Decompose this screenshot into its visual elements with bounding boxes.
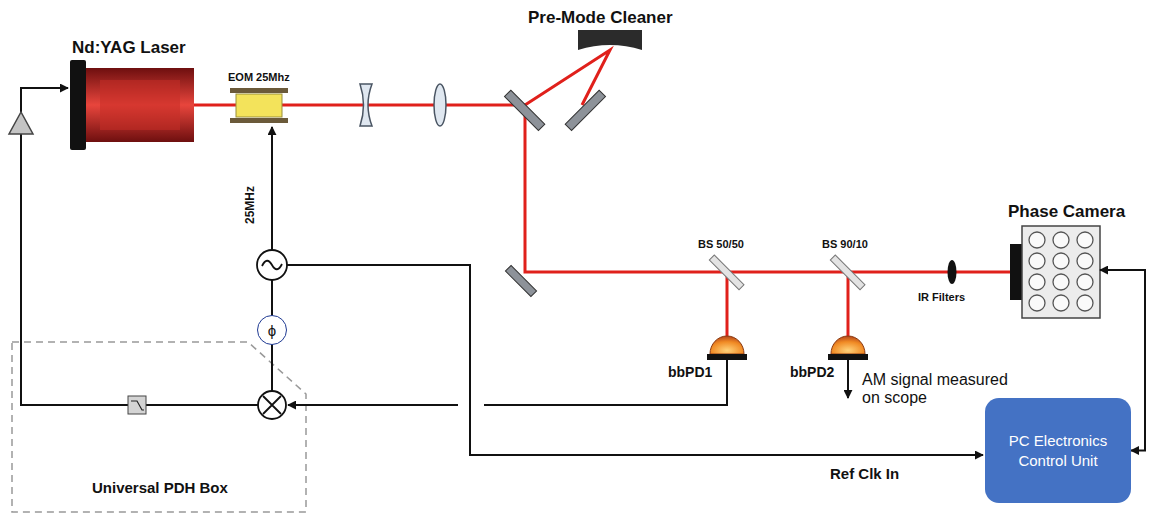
flat-mirror [565,90,605,130]
wiring [21,88,68,112]
eom-symbol [236,94,282,117]
oscillator-symbol [257,250,287,280]
laser-symbol [70,60,194,150]
camera-lens-cell [1053,232,1069,248]
wiring [146,404,258,406]
ir-filter [948,260,957,284]
camera-lens-cell [1029,295,1045,311]
convex-lens [434,84,446,126]
photodiode [831,336,865,354]
beam-splitter [830,255,865,290]
component-label: bbPD2 [790,364,834,380]
photodiode [707,336,747,360]
wiring [21,88,983,455]
component-label: EOM 25Mhz [228,71,290,84]
camera-lens-cell [1029,232,1045,248]
component-label: bbPD1 [668,364,712,380]
photodiode [828,354,868,360]
eom-symbol [230,88,288,93]
concave-lens [360,84,372,126]
camera-symbol [1022,226,1100,318]
flat-mirror [505,265,536,296]
camera-lens-cell [1053,295,1069,311]
camera-lens-cell [1077,295,1093,311]
flat-mirror [565,90,605,130]
component-label: IR Filters [918,291,965,304]
camera-lens-cell [1077,274,1093,290]
camera-lens-cell [1029,274,1045,290]
laser-symbol [100,80,180,130]
mixer-symbol [258,391,286,419]
node-text: PC Electronics Control Unit [999,431,1117,470]
camera-symbol [1010,244,1022,300]
photodiode [710,336,744,354]
flat-mirror [504,90,544,130]
signal-label: Ref Clk In [830,465,899,482]
lowpass-filter-symbol [128,396,146,414]
mixer-symbol [263,396,281,414]
wiring [484,360,727,405]
oscillator-symbol [257,250,287,280]
laser-beam [847,272,850,338]
laser-symbol [70,60,86,150]
mixer-symbol [258,391,286,419]
laser-beam [726,272,729,338]
wiring [287,265,983,455]
wiring [271,127,273,250]
eom-symbol [230,118,288,123]
camera-lens-cell [1053,274,1069,290]
control-unit-box: PC Electronics Control Unit [985,398,1131,503]
node-text: Phase Camera [1008,202,1125,222]
wiring [271,280,273,316]
pdh-region-outline [12,342,306,512]
component-title: Pre-Mode Cleaner [528,8,673,28]
photodiode [828,336,868,360]
eom-symbol [230,88,288,123]
signal-label: 25MHz [244,184,258,226]
beam-splitter [709,255,744,290]
camera-lens-cell [1077,253,1093,269]
wiring [847,360,849,398]
phase-shifter-circle: ϕ [257,315,287,345]
laser-beam [194,105,1010,272]
wiring [271,344,273,391]
camera-outline-area [1008,224,1100,316]
oscillator-symbol [262,261,282,270]
beam-splitter [830,255,865,290]
lowpass-filter-symbol [131,401,144,410]
camera-lens-cell [1077,232,1093,248]
lowpass-filter-symbol [128,396,146,414]
beam-splitter [709,255,744,290]
laser-symbol [86,68,194,142]
group-label: Universal PDH Box [92,479,228,496]
laser-beam [194,50,1010,338]
amplifier-symbol [9,112,33,134]
component-label: BS 50/50 [698,238,744,251]
camera-lens-cell [1053,253,1069,269]
wiring [288,404,458,406]
component-label: BS 90/10 [822,238,868,251]
photodiode [707,354,747,360]
flat-mirror [505,265,536,296]
camera-node: Phase Camera [1008,202,1125,316]
flat-mirror [504,90,544,130]
camera-symbol [1010,226,1100,318]
camera-lens-cell [1029,253,1045,269]
component-title: Nd:YAG Laser [72,38,186,58]
curved-mirror [578,30,642,50]
wiring [21,134,128,405]
node-text: ϕ [268,323,276,338]
